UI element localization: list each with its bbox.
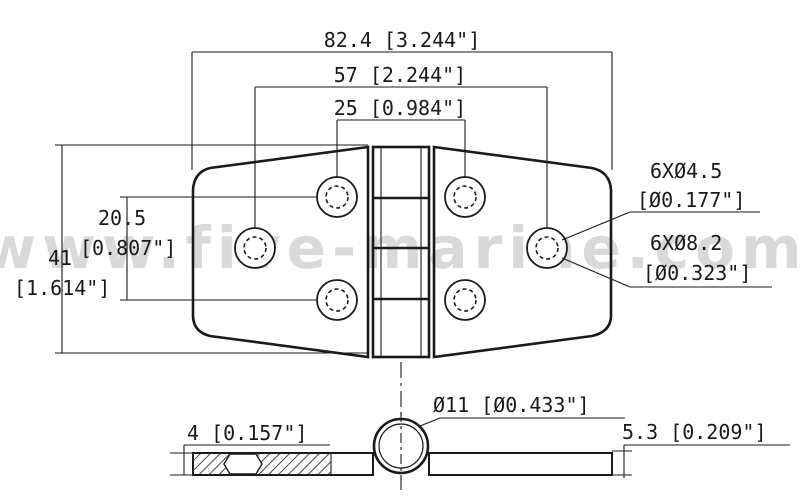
- callout-leader: [561, 257, 631, 288]
- hole-small-in-label: [Ø0.177"]: [637, 188, 745, 212]
- height-mm-label: 41: [48, 246, 72, 270]
- mounting-hole: [526, 227, 568, 269]
- callout-leader: [561, 211, 631, 241]
- hole-large-in-label: [Ø0.323"]: [643, 261, 751, 285]
- mounting-hole: [444, 176, 486, 218]
- inner-span-label: 25 [0.984"]: [334, 96, 466, 120]
- mounting-hole: [234, 227, 276, 269]
- mounting-hole: [316, 279, 358, 321]
- knuckle-outline: [371, 145, 431, 359]
- mounting-hole: [444, 279, 486, 321]
- left-leaf-outline: [191, 145, 370, 359]
- plate-thickness-label: 4 [0.157"]: [187, 421, 307, 445]
- pin-dia-label: Ø11 [Ø0.433"]: [433, 393, 590, 417]
- overall-thickness-label: 5.3 [0.209"]: [622, 420, 767, 444]
- hole-pitch-mm-label: 20.5: [98, 206, 146, 230]
- right-plate-section: [428, 452, 613, 476]
- hole-small-qty-label: 6XØ4.5: [650, 159, 722, 183]
- mounting-hole: [316, 176, 358, 218]
- hole-pitch-in-label: [0.807"]: [80, 236, 176, 260]
- right-leaf-outline: [432, 145, 613, 359]
- height-in-label: [1.614"]: [14, 276, 110, 300]
- callout-leader: [419, 417, 441, 427]
- overall-length-label: 82.4 [3.244"]: [324, 28, 481, 52]
- hole-large-qty-label: 6XØ8.2: [650, 231, 722, 255]
- hole-span-label: 57 [2.244"]: [334, 63, 466, 87]
